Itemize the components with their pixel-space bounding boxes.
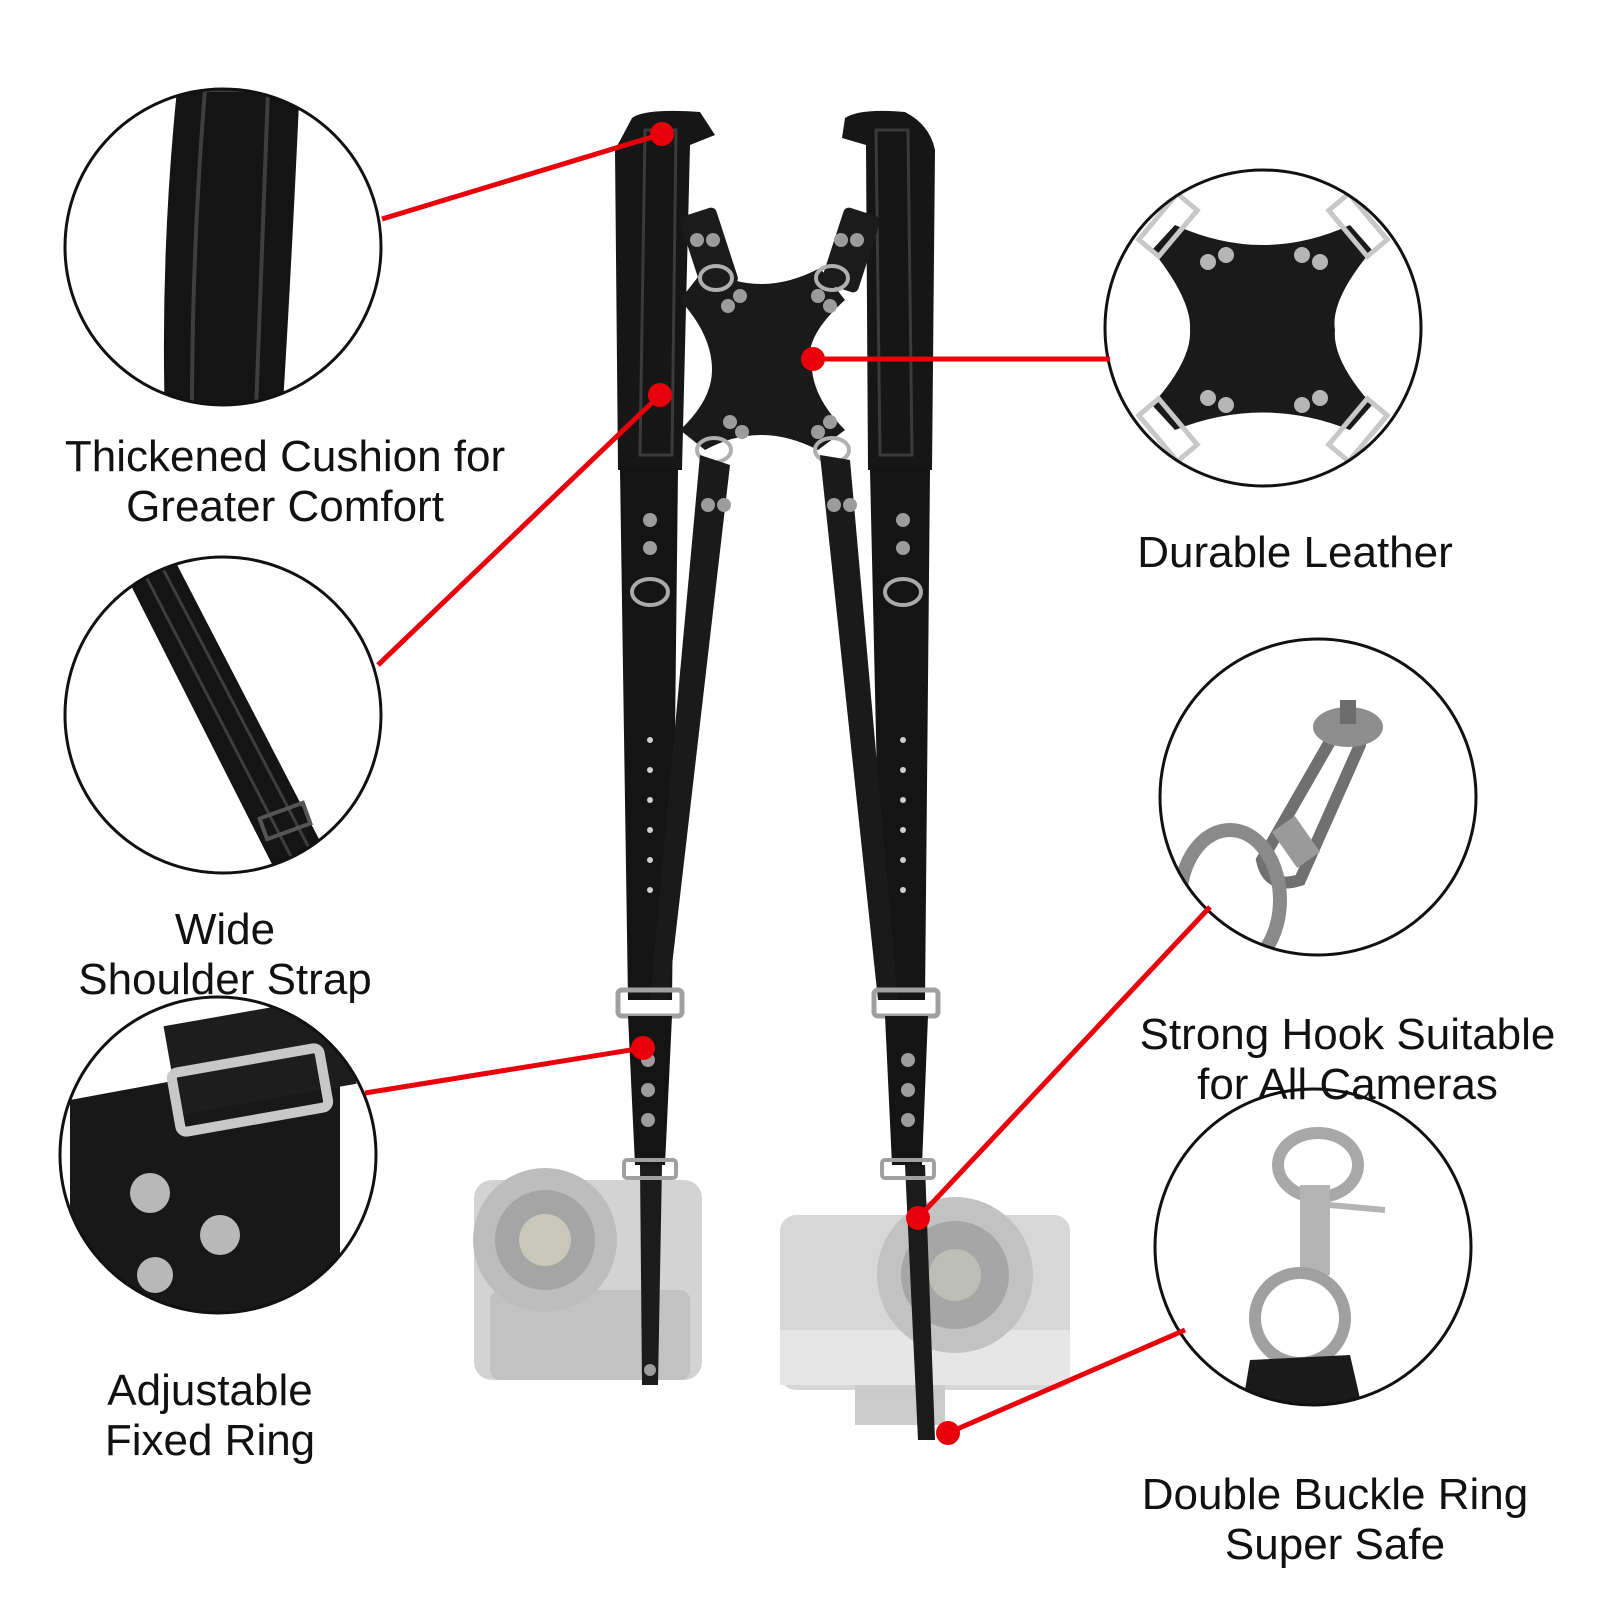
ring-detail-circle (58, 995, 378, 1315)
left-camera (473, 1168, 702, 1380)
buckle-detail-circle (1153, 1087, 1473, 1407)
camera-harness (615, 110, 941, 1440)
caption-strap: Wide Shoulder Strap (78, 905, 372, 1004)
callout-leaders (364, 122, 1212, 1445)
caption-cushion: Thickened Cushion for Greater Comfort (64, 432, 506, 531)
caption-hook: Strong Hook Suitable for All Cameras (1139, 1010, 1556, 1109)
caption-buckle: Double Buckle Ring Super Safe (1141, 1470, 1529, 1569)
caption-leather: Durable Leather (1137, 528, 1453, 577)
cushion-detail-circle (63, 87, 383, 407)
caption-ring: Adjustable Fixed Ring (104, 1366, 316, 1465)
leather-detail-circle (1103, 168, 1423, 488)
hook-detail-circle (1158, 637, 1478, 957)
strap-detail-circle (63, 555, 383, 875)
